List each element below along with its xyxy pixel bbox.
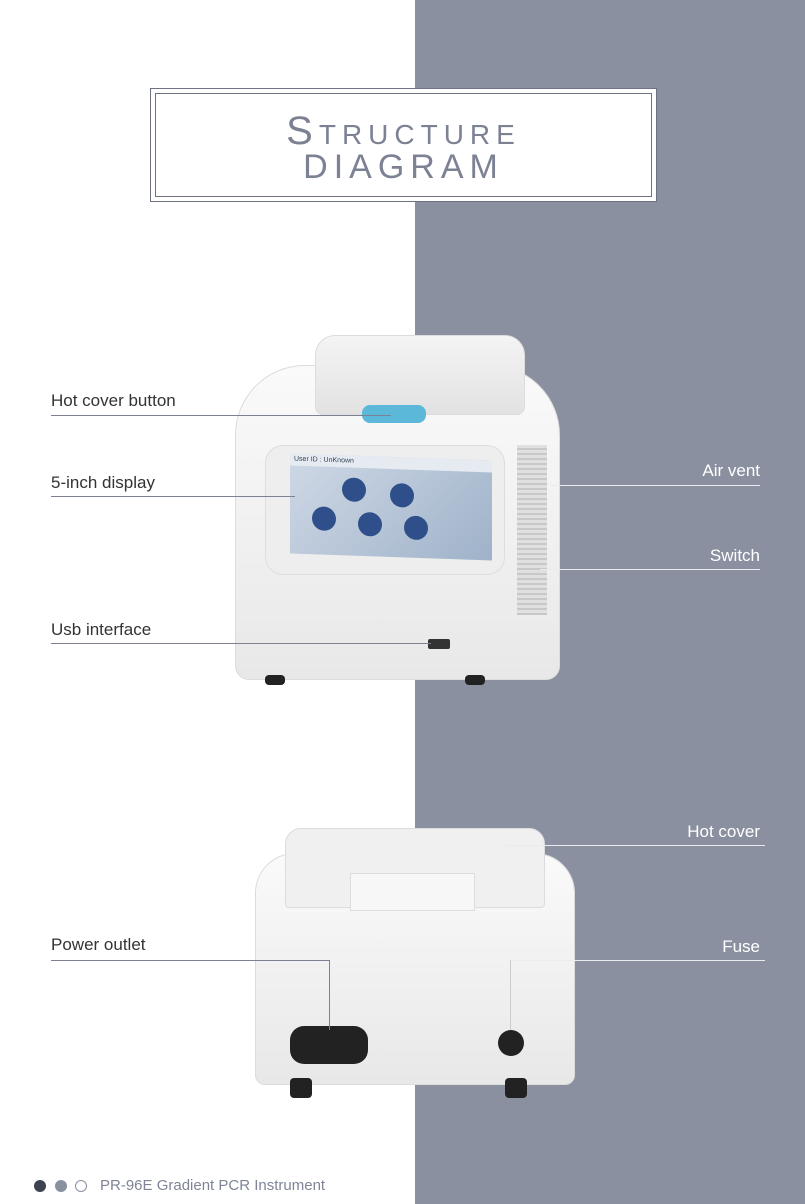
leader-line	[51, 496, 295, 497]
leader-line	[505, 845, 765, 846]
leader-line	[540, 569, 760, 570]
power-outlet	[290, 1026, 368, 1064]
leader-line	[550, 485, 760, 486]
leader-line	[51, 960, 330, 961]
air-vent	[517, 445, 547, 615]
label-display: 5-inch display	[51, 473, 155, 492]
footer-product: PR-96E Gradient PCR Instrument	[100, 1177, 326, 1194]
leader-line	[51, 643, 431, 644]
label-hot-cover-button: Hot cover button	[51, 391, 176, 410]
pcr-front-view: User ID : UnKnown	[225, 335, 565, 685]
pcr-back-view	[255, 828, 575, 1100]
hot-cover-button	[362, 405, 426, 423]
leader-line	[51, 415, 391, 416]
leader-line	[329, 960, 330, 1030]
fuse	[498, 1030, 524, 1056]
usb-port	[428, 639, 450, 649]
leader-line	[510, 960, 511, 1030]
title-box: Structure DIAGRAM	[150, 88, 657, 202]
label-switch: Switch	[709, 546, 760, 565]
title-line-1: Structure	[286, 109, 521, 153]
label-hot-cover: Hot cover	[687, 822, 760, 841]
label-power-outlet: Power outlet	[51, 935, 146, 954]
leader-line	[510, 960, 765, 961]
dot-empty	[75, 1180, 87, 1192]
label-fuse: Fuse	[722, 937, 760, 956]
dot-dark	[34, 1180, 46, 1192]
hot-cover	[315, 335, 525, 415]
touch-screen: User ID : UnKnown	[290, 453, 492, 561]
title-line-2: DIAGRAM	[303, 148, 504, 186]
label-usb: Usb interface	[51, 620, 152, 639]
label-air-vent: Air vent	[702, 461, 760, 480]
dot-mid	[55, 1180, 67, 1192]
